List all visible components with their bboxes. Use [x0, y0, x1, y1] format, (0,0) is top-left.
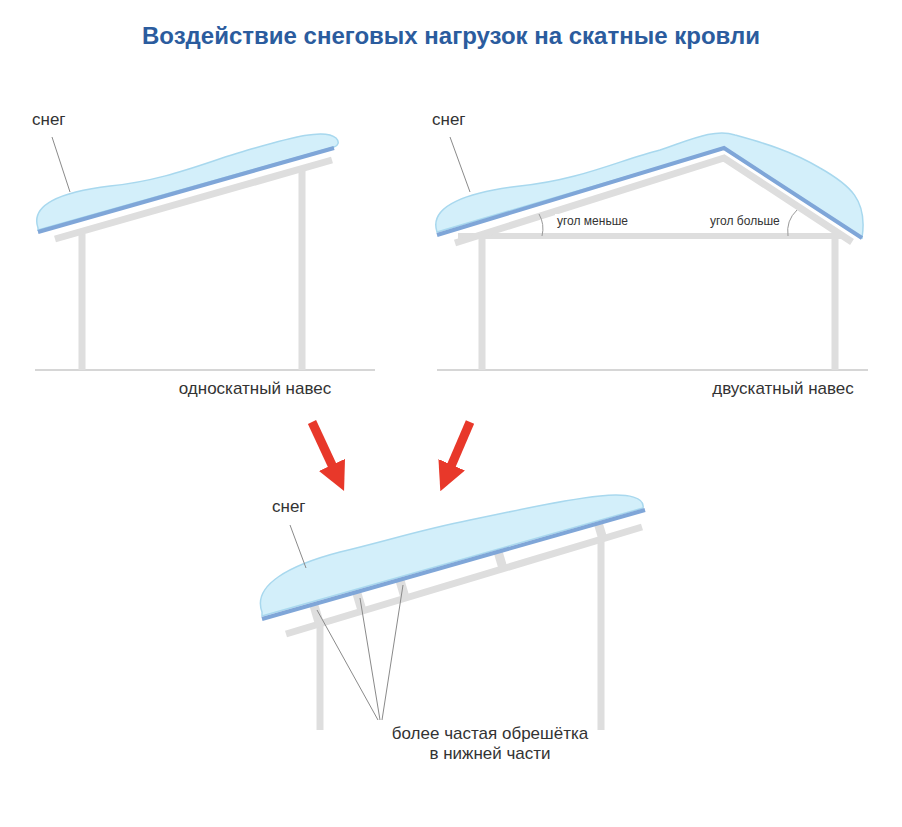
angle-label: угол больше — [708, 214, 782, 228]
recommended-canopy — [260, 495, 645, 730]
gable-canopy — [436, 133, 868, 370]
angle-label: угол меньше — [555, 214, 630, 228]
snow-label: снег — [270, 497, 308, 517]
snow-label: снег — [30, 110, 68, 130]
callout-label: более частая обрешётка в нижней части — [387, 724, 594, 765]
caption-label: односкатный навес — [177, 379, 334, 399]
red-arrows — [312, 422, 470, 478]
title: Воздействие снеговых нагрузок на скатные… — [142, 22, 760, 51]
single-pitch-canopy — [35, 134, 375, 370]
snow-label: снег — [430, 110, 468, 130]
caption-label: двускатный навес — [710, 379, 856, 399]
